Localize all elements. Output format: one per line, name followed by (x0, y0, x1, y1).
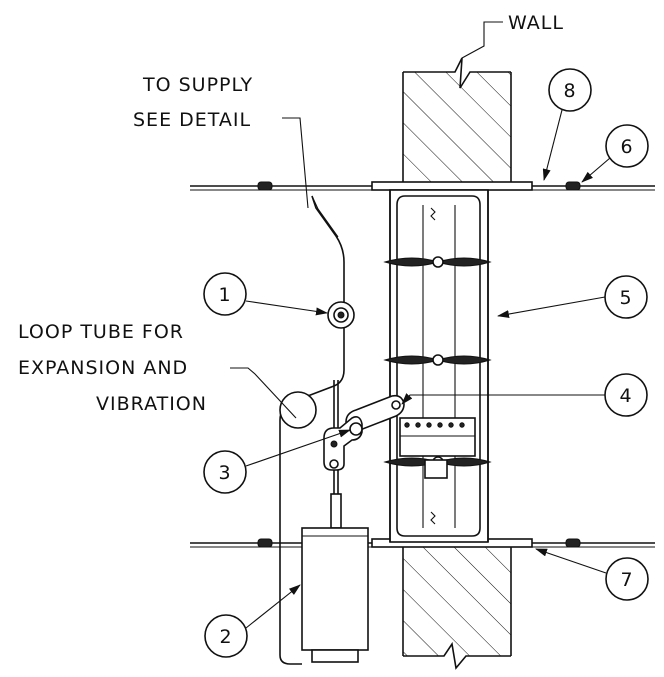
wall-upper (402, 57, 512, 190)
callout-6-number: 6 (620, 136, 633, 158)
callout-4-number: 4 (619, 385, 632, 407)
damper-blade (383, 256, 492, 268)
callout-4: 4 (401, 373, 648, 417)
callout-7: 7 (535, 548, 649, 601)
duct-joint-bottom-right (565, 538, 581, 548)
damper-frame (389, 189, 489, 543)
callout-3-number: 3 (218, 462, 231, 484)
loop-label: LOOP TUBE FOR EXPANSION AND VIBRATION (18, 321, 297, 419)
callout-2: 2 (204, 584, 301, 658)
supply-tube (279, 195, 345, 665)
loop-label-line1: LOOP TUBE FOR (18, 321, 184, 343)
linkage-bracket (399, 417, 476, 479)
callout-8: 8 (542, 68, 592, 181)
wall-lower (402, 546, 512, 670)
callout-5-number: 5 (619, 287, 632, 309)
loop-label-line3: VIBRATION (96, 393, 207, 415)
wall-text: WALL (508, 12, 564, 34)
callout-6: 6 (581, 124, 649, 183)
duct-bottom (190, 538, 655, 548)
retaining-angle-top (371, 181, 533, 191)
callout-3: 3 (203, 429, 351, 494)
supply-label: TO SUPPLY SEE DETAIL (133, 74, 309, 209)
actuator-cylinder (301, 527, 369, 663)
callout-2-number: 2 (219, 626, 232, 648)
tube-fitting (327, 301, 355, 329)
callout-1-number: 1 (218, 284, 231, 306)
duct-top (190, 181, 655, 191)
supply-label-line2: SEE DETAIL (133, 109, 251, 131)
supply-label-line1: TO SUPPLY (142, 74, 253, 96)
expansion-loop-coil (279, 391, 317, 429)
actuator-linkage (323, 380, 363, 529)
callout-5: 5 (497, 275, 648, 319)
damper-blade (383, 354, 492, 366)
callout-7-number: 7 (620, 569, 633, 591)
callout-8-number: 8 (563, 80, 576, 102)
duct-joint-top-right (565, 181, 581, 191)
loop-label-line2: EXPANSION AND (18, 357, 188, 379)
wall-label: WALL (461, 12, 564, 59)
callout-1: 1 (203, 272, 328, 316)
